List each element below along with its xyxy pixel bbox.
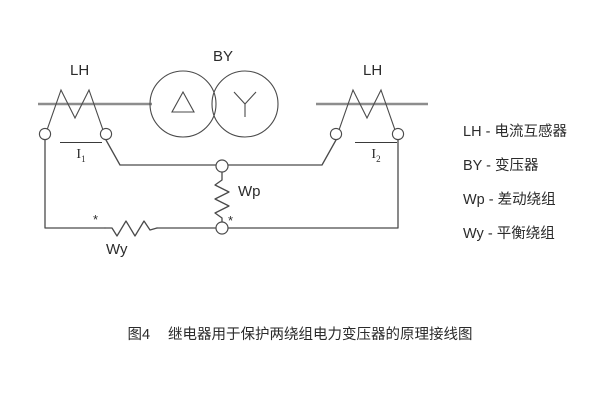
legend-symbol-wp: Wp [463,192,485,208]
ct-left-terminal-outer [38,127,52,141]
legend-dash-wp: - [488,192,494,208]
ct-left-winding [46,88,104,131]
wire-right-outer-rail [221,139,399,229]
transformer-secondary-circle [211,70,279,138]
wp-polarity-mark: * [228,213,234,228]
ct-left-label: LH [70,62,90,79]
ct-left [38,88,113,141]
wire-left-inner-to-wp-top [105,139,223,166]
wy-winding-zigzag [104,220,158,237]
legend-dash-lh: - [485,124,491,140]
i2-vector-bar [355,142,397,143]
i1-text: I1 [76,147,86,164]
legend-item-lh: LH - 电流互感器 [463,120,567,141]
figure-number: 图4 [127,327,151,343]
legend-item-by: BY - 变压器 [463,154,567,175]
legend-dash-wy: - [487,226,493,242]
legend: LH - 电流互感器 BY - 变压器 Wp - 差动绕组 Wy - 平衡绕组 [463,120,567,243]
ct-right-terminal-inner [329,127,343,141]
wire-right-inner-to-wp-top [221,139,337,166]
legend-symbol-by: BY [463,158,483,174]
transformer-by-symbol [149,70,279,138]
figure-caption: 图4 继电器用于保护两绕组电力变压器的原理接线图 [0,323,600,344]
wp-junction-nodes [215,159,229,235]
ct-right-terminal-outer [391,127,405,141]
balance-winding-label: Wy [106,241,128,258]
delta-winding-icon [171,90,195,113]
wy-polarity-mark: * [93,212,99,227]
legend-desc-wy: 平衡绕组 [496,226,555,242]
legend-symbol-wy: Wy [463,226,484,242]
legend-desc-lh: 电流互感器 [494,124,567,140]
transformer-primary-circle [149,70,217,138]
wp-top-node [215,159,229,173]
transformer-label: BY [213,48,234,65]
legend-desc-wp: 差动绕组 [497,192,556,208]
legend-desc-by: 变压器 [495,158,539,174]
figure-caption-text: 继电器用于保护两绕组电力变压器的原理接线图 [168,327,473,343]
ct-right-label: LH [363,62,383,79]
secondary-wiring [44,139,399,237]
legend-symbol-lh: LH [463,124,482,140]
wp-winding-zigzag [214,171,230,223]
wye-winding-icon [233,91,257,117]
ct-right [329,88,405,141]
current-label-i2: I2 [355,142,397,164]
wp-bottom-node [215,221,229,235]
ct-right-winding [338,88,396,131]
ct-left-terminal-inner [99,127,113,141]
legend-item-wp: Wp - 差动绕组 [463,188,567,209]
wire-left-outer-rail [44,139,106,229]
legend-item-wy: Wy - 平衡绕组 [463,222,567,243]
current-label-i1: I1 [60,142,102,164]
diff-winding-label: Wp [238,183,261,200]
legend-dash-by: - [486,158,491,174]
i2-text: I2 [371,147,381,164]
i1-vector-bar [60,142,102,143]
